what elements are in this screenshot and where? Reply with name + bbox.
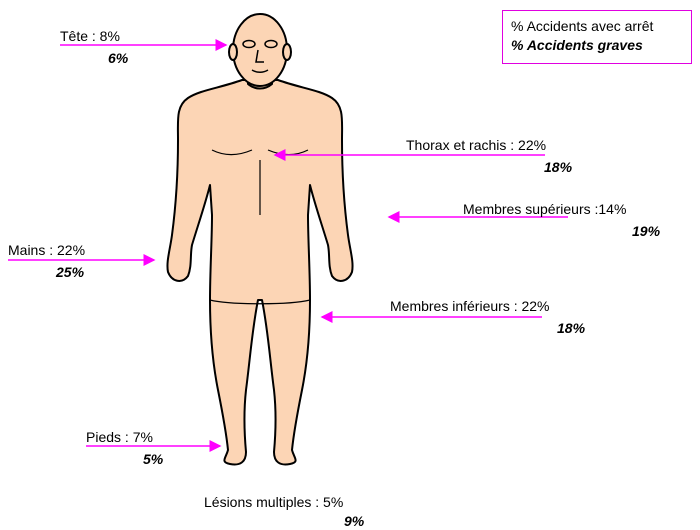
label-mains: Mains : 22% [8,242,85,259]
label-membres-sup: Membres supérieurs :14% [463,201,626,218]
label-lesions: Lésions multiples : 5% [204,494,343,511]
pct-lesions-graves: 9% [344,513,364,530]
pct-thorax-graves: 18% [544,159,572,176]
label-pieds: Pieds : 7% [86,429,153,446]
legend: % Accidents avec arrêt % Accidents grave… [502,10,692,64]
pct-membres-sup-graves: 19% [632,223,660,240]
human-figure [167,14,352,465]
pct-pieds-graves: 5% [143,451,163,468]
label-thorax: Thorax et rachis : 22% [406,137,546,154]
label-tete: Tête : 8% [60,28,120,45]
legend-avec-arret: % Accidents avec arrêt [511,17,683,36]
pct-mains-graves: 25% [56,264,84,281]
label-membres-inf: Membres inférieurs : 22% [390,298,550,315]
legend-graves: % Accidents graves [511,36,683,55]
pct-tete-graves: 6% [108,50,128,67]
head [233,14,287,86]
pct-membres-inf-graves: 18% [557,320,585,337]
body-silhouette [167,80,352,465]
